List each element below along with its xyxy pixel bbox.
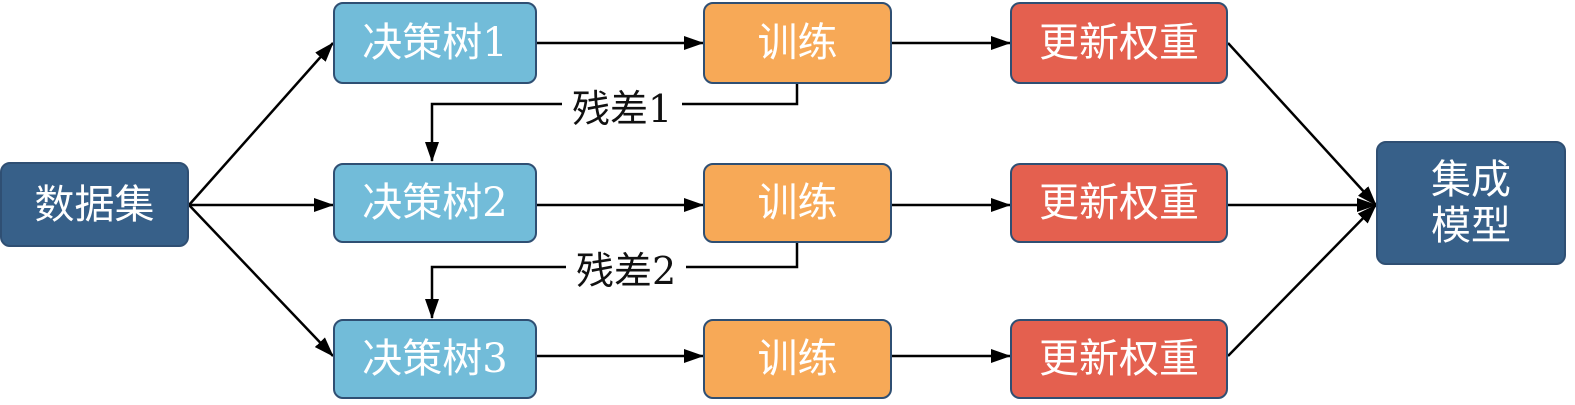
- decision-tree-2-node: 决策树2: [333, 163, 537, 243]
- update-weights-3-label: 更新权重: [1039, 336, 1199, 382]
- decision-tree-3-label: 决策树3: [362, 336, 508, 382]
- update-weights-2-label: 更新权重: [1039, 180, 1199, 226]
- ensemble-model-line1: 集成: [1431, 157, 1511, 203]
- dataset-node: 数据集: [0, 162, 189, 247]
- train-1-label: 训练: [757, 20, 838, 66]
- residual-1-label: 残差1: [562, 86, 683, 132]
- update-weights-1-label: 更新权重: [1039, 20, 1199, 66]
- decision-tree-1-label: 决策树1: [362, 20, 508, 66]
- update-weights-3-node: 更新权重: [1010, 319, 1228, 399]
- dataset-label: 数据集: [34, 181, 155, 228]
- train-3-node: 训练: [703, 319, 892, 399]
- arrow-update1-ensemble: [1227, 42, 1377, 206]
- update-weights-2-node: 更新权重: [1010, 163, 1228, 243]
- arrow-dataset-tree3: [188, 204, 334, 357]
- train-3-label: 训练: [757, 336, 838, 382]
- residual-2-label: 残差2: [566, 248, 687, 294]
- update-weights-1-node: 更新权重: [1010, 2, 1228, 84]
- train-2-node: 训练: [703, 163, 892, 243]
- train-2-label: 训练: [757, 180, 838, 226]
- decision-tree-1-node: 决策树1: [333, 2, 537, 84]
- arrow-dataset-tree1: [188, 42, 334, 206]
- decision-tree-3-node: 决策树3: [333, 319, 537, 399]
- train-1-node: 训练: [703, 2, 892, 84]
- ensemble-model-line2: 模型: [1431, 203, 1511, 249]
- decision-tree-2-label: 决策树2: [362, 180, 508, 226]
- arrow-update3-ensemble: [1227, 204, 1377, 357]
- ensemble-model-node: 集成 模型: [1376, 141, 1566, 265]
